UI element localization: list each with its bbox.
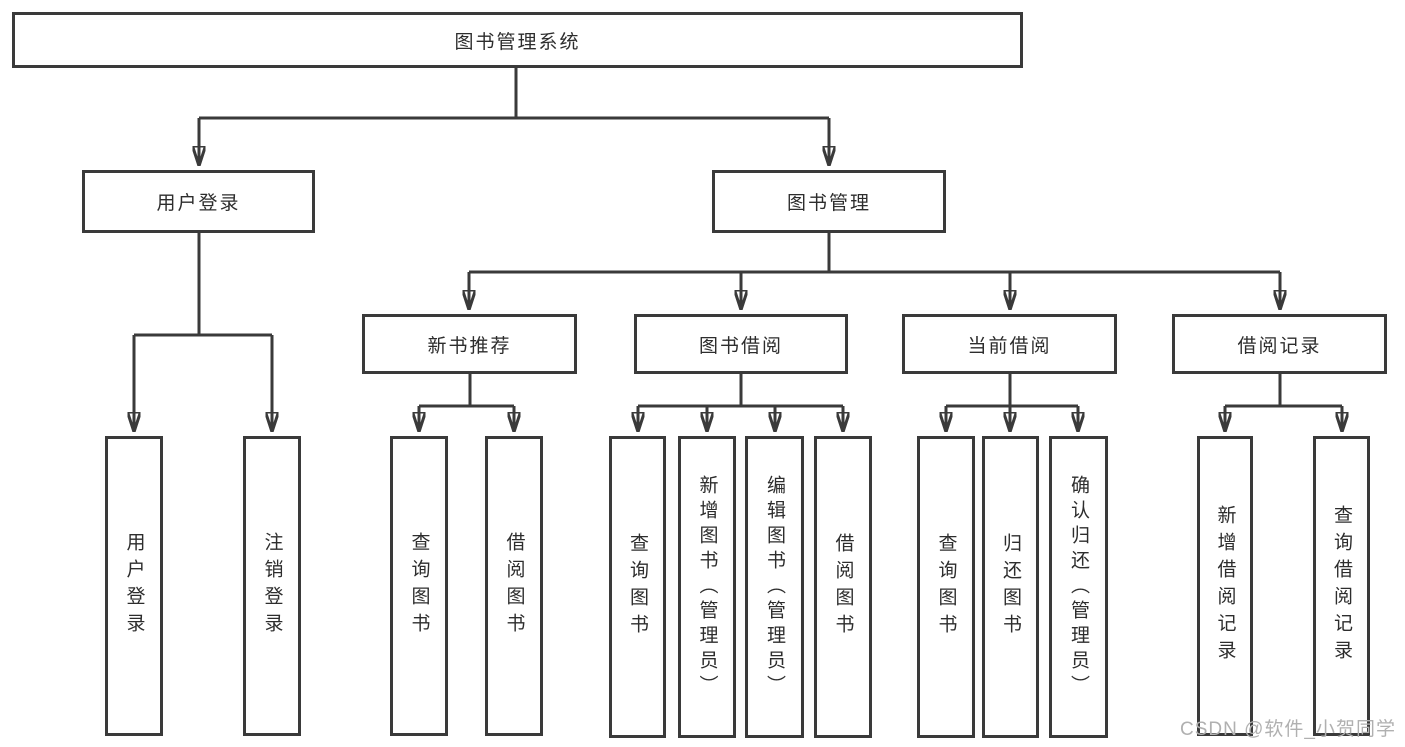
leaf-user-login: 用户登录	[105, 436, 163, 736]
leaf-add-books-admin: 新增图书（管理员）	[678, 436, 736, 738]
leaf-add-borrow-record: 新增借阅记录	[1197, 436, 1253, 736]
node-root: 图书管理系统	[12, 12, 1023, 68]
csdn-watermark: CSDN @软件_小贺同学	[1180, 719, 1396, 740]
leaf-edit-books-admin-label: 编辑图书（管理员）	[764, 474, 785, 700]
node-user-login-label: 用户登录	[156, 193, 241, 214]
leaf-borrow-books-1: 借阅图书	[485, 436, 543, 736]
leaf-add-books-admin-label: 新增图书（管理员）	[696, 474, 718, 700]
connector-current-borrow-branch	[946, 374, 1078, 408]
node-borrow-record: 借阅记录	[1172, 314, 1387, 374]
connector-borrow-record-branch	[1225, 374, 1342, 408]
leaf-query-books-3: 查询图书	[917, 436, 975, 738]
node-current-borrow: 当前借阅	[902, 314, 1117, 374]
node-new-book-recommend-label: 新书推荐	[427, 335, 512, 357]
node-book-borrow-label: 图书借阅	[698, 335, 783, 357]
node-borrow-record-label: 借阅记录	[1237, 335, 1322, 357]
node-current-borrow-label: 当前借阅	[967, 335, 1052, 357]
node-book-management: 图书管理	[712, 170, 946, 233]
leaf-query-borrow-record: 查询借阅记录	[1313, 436, 1370, 736]
connector-root-branch	[199, 68, 829, 120]
connector-book-borrow-branch	[638, 374, 843, 408]
leaf-confirm-return-admin-label: 确认归还（管理员）	[1068, 474, 1089, 700]
leaf-query-books-1: 查询图书	[390, 436, 448, 736]
node-root-label: 图书管理系统	[454, 31, 581, 53]
leaf-edit-books-admin: 编辑图书（管理员）	[745, 436, 804, 738]
leaf-query-books-3-label: 查询图书	[935, 533, 957, 641]
leaf-logout-label: 注销登录	[261, 532, 283, 640]
leaf-confirm-return-admin: 确认归还（管理员）	[1049, 436, 1108, 738]
connector-book-mgmt-branch	[469, 233, 1280, 274]
leaf-return-books: 归还图书	[982, 436, 1039, 738]
leaf-logout: 注销登录	[243, 436, 301, 736]
connector-new-book-branch	[419, 374, 514, 408]
leaf-return-books-label: 归还图书	[1000, 533, 1021, 641]
leaf-borrow-books-2: 借阅图书	[814, 436, 872, 738]
leaf-user-login-label: 用户登录	[123, 532, 145, 640]
node-book-borrow: 图书借阅	[634, 314, 848, 374]
leaf-add-borrow-record-label: 新增借阅记录	[1214, 505, 1236, 667]
node-book-management-label: 图书管理	[786, 193, 871, 214]
leaf-query-books-2: 查询图书	[609, 436, 666, 738]
connector-user-login-branch	[134, 233, 272, 337]
leaf-borrow-books-2-label: 借阅图书	[832, 533, 854, 641]
leaf-query-borrow-record-label: 查询借阅记录	[1331, 505, 1352, 667]
node-new-book-recommend: 新书推荐	[362, 314, 577, 374]
node-user-login: 用户登录	[82, 170, 315, 233]
leaf-query-books-2-label: 查询图书	[627, 533, 648, 641]
leaf-borrow-books-1-label: 借阅图书	[503, 532, 525, 640]
leaf-query-books-1-label: 查询图书	[408, 532, 430, 640]
